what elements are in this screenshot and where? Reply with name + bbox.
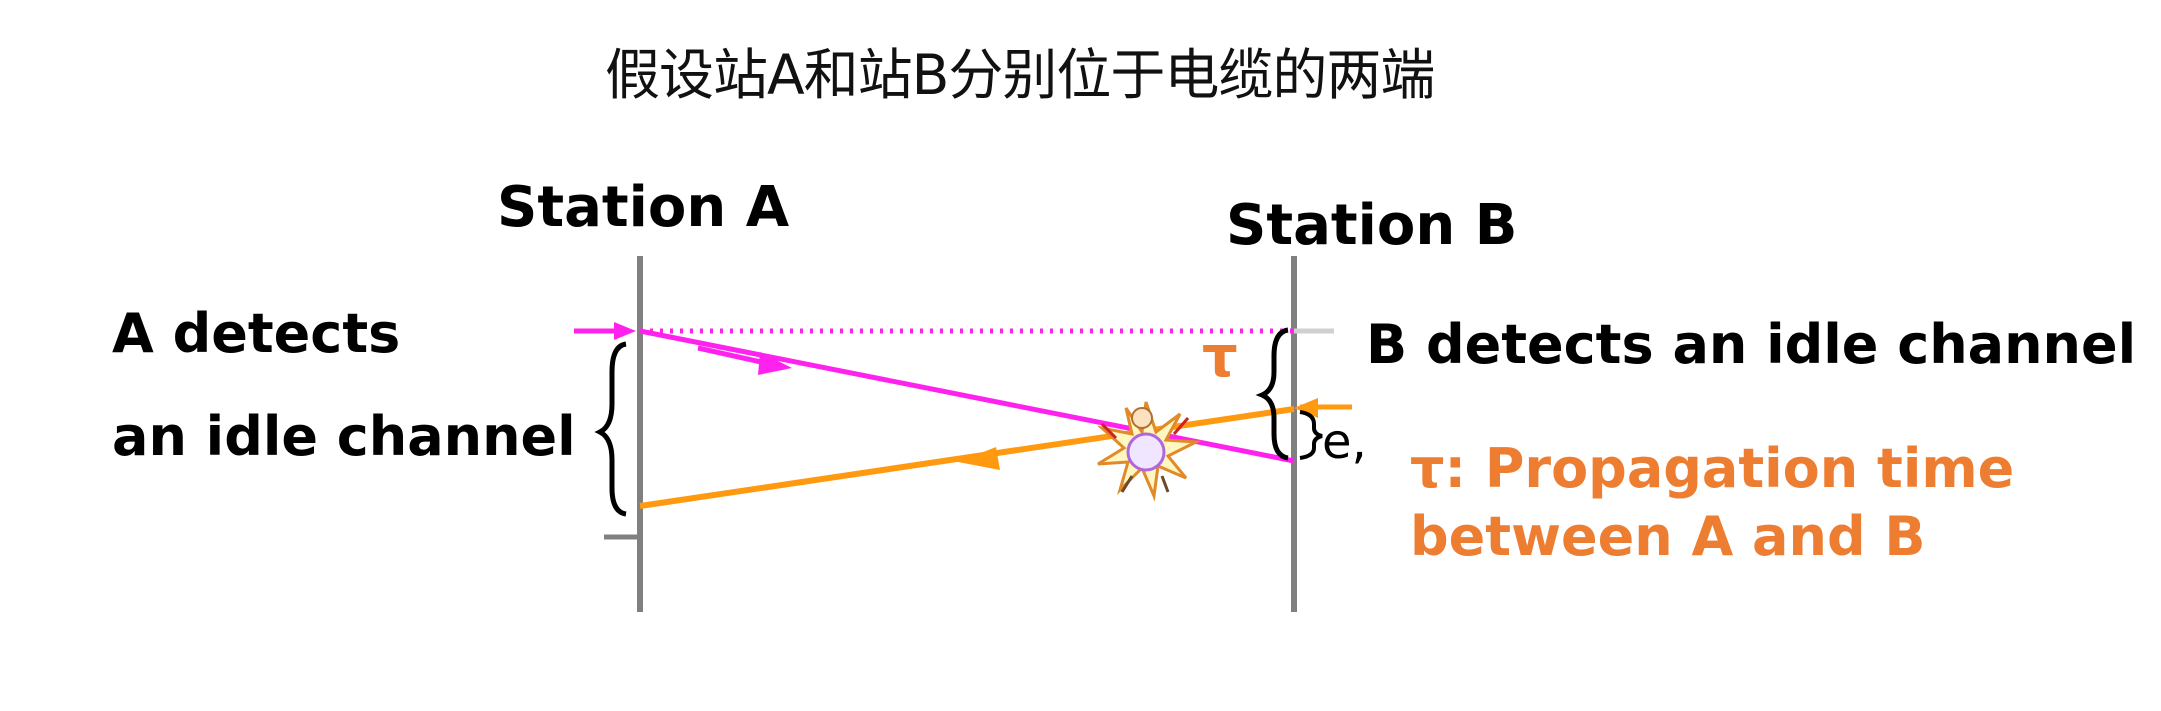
epsilon-label: e, bbox=[1322, 414, 1367, 470]
b-incoming-arrowhead bbox=[1294, 398, 1318, 418]
tau-brace bbox=[1255, 327, 1289, 461]
station-b-label: Station B bbox=[1226, 193, 1518, 258]
tau-definition-line1: τ: Propagation time bbox=[1410, 437, 2015, 500]
b-detects-label: B detects an idle channel bbox=[1366, 313, 2137, 376]
tau-definition-line2: between A and B bbox=[1410, 505, 1926, 568]
signal-b-arrowhead bbox=[958, 447, 1000, 470]
epsilon-brace bbox=[1299, 410, 1323, 460]
signal-a-arrowhead bbox=[758, 352, 792, 375]
a-interval-brace bbox=[594, 341, 627, 517]
signal-a-direction-line bbox=[697, 345, 771, 367]
signal-a-line bbox=[639, 328, 1295, 464]
a-incoming-arrowhead bbox=[614, 322, 636, 340]
diagram-title: 假设站A和站B分别位于电缆的两端 bbox=[605, 43, 1435, 107]
a-detects-label-line1: A detects bbox=[112, 302, 401, 365]
station-a-label: Station A bbox=[497, 175, 790, 240]
collision-burst-icon bbox=[1096, 401, 1202, 502]
tau-symbol: τ bbox=[1202, 325, 1238, 390]
signal-b-line bbox=[639, 406, 1295, 509]
a-detects-label-line2: an idle channel bbox=[112, 405, 576, 468]
